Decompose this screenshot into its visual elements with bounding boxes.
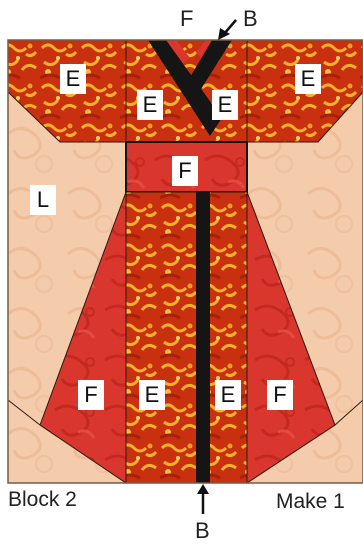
piece-label-e-lower-left: E bbox=[139, 380, 165, 410]
piece-label-f-obi: F bbox=[172, 156, 198, 186]
piece-label-e-collar-left: E bbox=[137, 90, 163, 120]
piece-label-e-top-right: E bbox=[295, 64, 321, 94]
top-label-b: B bbox=[243, 8, 258, 30]
arrow-down-left-icon bbox=[218, 20, 236, 40]
piece-label-f-lower-left: F bbox=[78, 380, 104, 410]
bottom-label-b: B bbox=[195, 520, 210, 542]
top-label-f: F bbox=[180, 8, 193, 30]
piece-label-e-top-left: E bbox=[60, 64, 86, 94]
arrow-up-icon bbox=[197, 484, 209, 514]
piece-label-l-side: L bbox=[30, 185, 56, 215]
piece-label-f-lower-right: F bbox=[267, 380, 293, 410]
piece-label-e-lower-right: E bbox=[215, 380, 241, 410]
piece-label-e-collar-right: E bbox=[212, 90, 238, 120]
caption-block-number: Block 2 bbox=[8, 489, 77, 510]
skirt-center-batik bbox=[126, 192, 247, 483]
caption-make-count: Make 1 bbox=[276, 491, 345, 512]
center-strip bbox=[196, 192, 210, 483]
